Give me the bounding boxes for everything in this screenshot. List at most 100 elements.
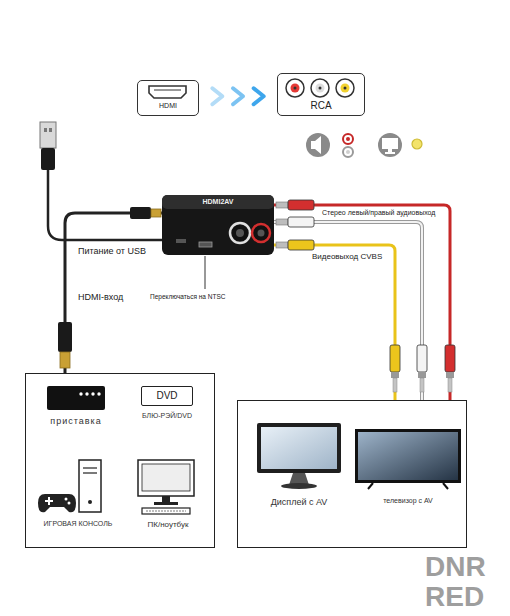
game-console-icon-part	[88, 500, 92, 504]
rca-plug-part	[276, 242, 288, 248]
node-text: ИГРОВАЯ КОНСОЛЬ	[44, 520, 113, 528]
video-icon-part	[412, 139, 422, 149]
node-text: HDMI2AV	[203, 198, 234, 206]
hdmi-cable	[65, 213, 162, 373]
rca-jacks-icon-part	[341, 84, 350, 93]
tv-icon-part	[443, 483, 448, 489]
rca-jacks-icon-part	[336, 79, 354, 97]
video-icon-part	[388, 149, 392, 152]
pc-icon-part	[142, 464, 190, 491]
usb-cable-part	[48, 168, 162, 240]
node-text: приставка	[50, 416, 101, 426]
node-text: HDMI	[159, 102, 177, 110]
converter-body-part	[199, 242, 212, 247]
pc-icon-part	[146, 511, 186, 512]
converter-box: HDMI2AV	[162, 195, 274, 255]
pc-icon-part	[138, 460, 194, 496]
audio-icon-part	[346, 137, 350, 141]
bluray-dvd: DVD БЛЮ-РЭЙ/DVD	[126, 386, 208, 420]
tv-icon	[353, 423, 463, 491]
pc-icon-part	[162, 496, 170, 502]
pc-icon	[126, 458, 210, 516]
rca-port-box: RCA	[277, 73, 365, 116]
monitor-icon	[249, 421, 349, 491]
audio-cable-part	[274, 222, 422, 400]
hdmi-plug	[130, 207, 161, 219]
audio-icon-part	[346, 150, 350, 154]
video-icon-part	[385, 152, 395, 154]
node-text: БЛЮ-РЭЙ/DVD	[142, 412, 192, 420]
hdmi-plug-part	[151, 209, 161, 217]
game-console-icon-part	[38, 494, 76, 512]
chevron	[254, 88, 264, 104]
watermark: DNR	[425, 553, 486, 581]
audio-cable-part	[274, 205, 450, 400]
rca-plug	[276, 200, 314, 210]
conversion-chevrons	[212, 88, 263, 104]
rca-jacks-icon-part	[291, 84, 300, 93]
converter-body-part	[162, 195, 274, 209]
source-frame: приставка DVD БЛЮ-РЭЙ/DVD ИГРОВАЯ КОНСОЛЬ ПК…	[25, 373, 215, 548]
converter-body-part	[230, 223, 250, 243]
leader-line	[205, 256, 206, 289]
converter-body-part	[252, 224, 270, 242]
rca-plug-part	[393, 378, 397, 392]
audio-icon	[306, 133, 353, 157]
usb-cable-part	[49, 128, 52, 132]
set-top-box-icon	[47, 386, 105, 410]
audio-cable-part	[274, 222, 422, 400]
audio-icon-part	[343, 147, 353, 157]
game-console: ИГРОВАЯ КОНСОЛЬ	[32, 458, 124, 528]
rca-jacks-icon-part	[311, 79, 329, 97]
usb-cable-part	[44, 128, 47, 132]
game-console-icon-part	[79, 460, 101, 512]
av-display: Дисплей с AV	[248, 421, 350, 507]
rca-plug-part	[391, 372, 399, 378]
set-top-box-icon-part	[85, 392, 88, 395]
rca-plug-part	[288, 200, 314, 210]
game-console-icon-part	[65, 498, 68, 501]
hdmi-port-icon-part	[149, 86, 186, 98]
rca-plug	[390, 345, 400, 392]
node-text: Дисплей с AV	[271, 497, 328, 507]
rca-plug	[276, 240, 314, 250]
node-text: DVD	[141, 386, 192, 406]
monitor-icon-part	[257, 423, 341, 473]
monitor-icon-part	[281, 483, 317, 489]
av-tv: телевизор с AV	[352, 423, 464, 505]
rca-plug-part	[448, 378, 452, 392]
game-console-icon-part	[68, 502, 71, 505]
rca-plug	[276, 217, 314, 227]
rca-plug-part	[417, 345, 427, 372]
hdmi-port-icon-part	[154, 90, 181, 91]
rca-plug-part	[446, 372, 454, 378]
usb-cable-part	[40, 122, 56, 148]
pc-icon-part	[142, 508, 190, 514]
hdmi-plug-part	[58, 322, 72, 352]
set-top-box-icon-part	[91, 392, 94, 395]
set-top-box-icon-part	[79, 392, 82, 395]
rca-jacks-icon-part	[316, 84, 325, 93]
audio-cable	[274, 205, 450, 400]
hdmi-plug	[58, 322, 72, 368]
game-console-icon-part	[83, 467, 97, 468]
rca-jacks-icon-part	[286, 79, 304, 97]
rca-plug-part	[445, 345, 455, 372]
hdmi-cable	[65, 213, 162, 373]
node-text: телевизор с AV	[383, 497, 433, 505]
node-text: RCA	[310, 100, 331, 112]
game-console-icon	[33, 458, 123, 516]
set-top-box-icon-part	[97, 392, 100, 395]
switch-label: Переключаться на NTSC	[150, 293, 225, 300]
rca-plug	[445, 345, 455, 392]
pc-icon-part	[154, 502, 178, 505]
rca-plug-part	[276, 219, 288, 225]
video-icon-part	[382, 138, 398, 149]
pc-laptop: ПК/ноутбук	[126, 458, 210, 529]
rca-jacks-icon-part	[294, 87, 297, 90]
tv-icon-part	[368, 483, 373, 489]
rca-plug-part	[390, 345, 400, 372]
hdmi-plug-part	[130, 207, 151, 219]
video-icon-part	[378, 133, 402, 157]
